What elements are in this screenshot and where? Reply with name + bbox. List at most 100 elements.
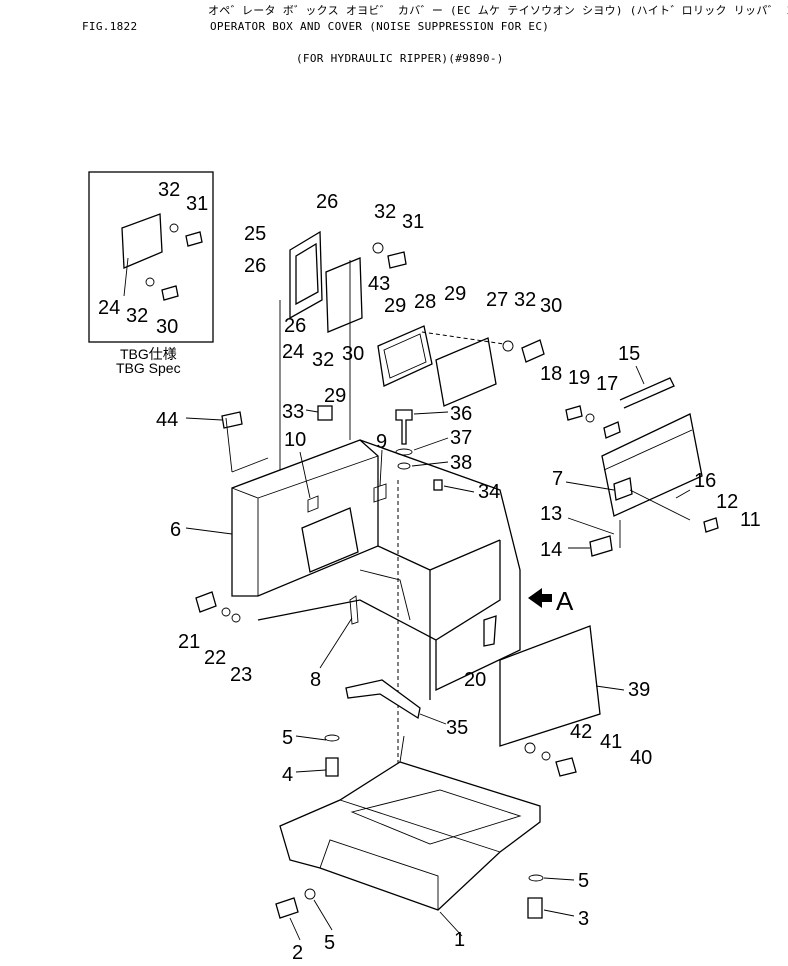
callout: 12 (716, 491, 738, 513)
figure-number: FIG.1822 (82, 20, 138, 33)
inset-callout: 31 (186, 193, 208, 215)
callout: 44 (156, 409, 178, 431)
view-a-arrow (528, 588, 552, 608)
callout: 6 (170, 519, 181, 541)
callout: 43 (368, 273, 390, 295)
callout: 24 (282, 341, 304, 363)
cap-33 (317, 405, 333, 421)
washer-42 (524, 742, 536, 754)
clip-14 (589, 535, 613, 557)
bolt-36 (395, 409, 413, 445)
callout: 40 (630, 747, 652, 769)
leader-lines (185, 365, 691, 941)
clip-11 (703, 517, 719, 533)
callout: 39 (628, 679, 650, 701)
callout: 13 (540, 503, 562, 525)
grommet-34 (433, 479, 443, 491)
callout: 4 (282, 764, 293, 786)
callout: 5 (578, 870, 589, 892)
bolt-2 (275, 897, 299, 919)
view-a-label: A (556, 586, 574, 616)
box-window (301, 507, 359, 573)
plug-9 (373, 483, 387, 503)
glass-27 (435, 337, 497, 407)
page-subtitle: (FOR HYDRAULIC RIPPER)(#9890-) (296, 52, 504, 65)
callout: 32 (374, 201, 396, 223)
inset-bolt (185, 231, 203, 247)
callout: 31 (402, 211, 424, 233)
inset-callout: 32 (126, 305, 148, 327)
plug-10 (307, 495, 319, 513)
washer-32b (502, 340, 514, 352)
callout: 18 (540, 363, 562, 385)
callout: 10 (284, 429, 306, 451)
tag-44 (221, 411, 243, 429)
bolt-3 (527, 897, 543, 919)
bracket-35 (345, 679, 421, 720)
washer-38 (397, 462, 411, 470)
callout: 32 (514, 289, 536, 311)
window-frame-28 (377, 325, 433, 387)
callout: 26 (284, 315, 306, 337)
inset-washer-2 (145, 277, 155, 287)
inset-callout: 30 (156, 316, 178, 338)
callout: 7 (552, 468, 563, 490)
callout: 30 (540, 295, 562, 317)
callout: 28 (414, 291, 436, 313)
callout: 9 (376, 431, 387, 453)
callout: 33 (282, 401, 304, 423)
washer-5a (324, 734, 340, 742)
callout: 14 (540, 539, 562, 561)
bolt-18 (565, 405, 583, 421)
callout: 36 (450, 403, 472, 425)
bolt-30 (521, 339, 545, 363)
callout: 8 (310, 669, 321, 691)
callout: 11 (740, 509, 761, 531)
washer-41 (541, 751, 551, 761)
cover-plate-43 (325, 257, 363, 333)
washer-32 (372, 242, 384, 254)
bolt-40 (555, 757, 577, 777)
washer-22 (221, 607, 231, 617)
inset-cover-plate (121, 213, 163, 269)
japanese-title: オペ゛レータ ボ゛ックス オヨビ゛ カバ゛ー (EC ムケ テイソウオン シヨウ… (208, 4, 788, 17)
callout: 29 (324, 385, 346, 407)
stay-20 (483, 615, 497, 647)
callout: 19 (568, 367, 590, 389)
latch-17 (603, 421, 621, 439)
callout: 5 (324, 932, 335, 954)
callout: 22 (204, 647, 226, 669)
callout: 35 (446, 717, 468, 739)
inset-callout: 24 (98, 297, 120, 319)
bolt-4 (325, 757, 339, 777)
callout: 32 (312, 349, 334, 371)
tbg-spec-jp: TBG仕様 (120, 346, 177, 362)
callout: 17 (596, 373, 618, 395)
inset-frame (88, 171, 214, 343)
washer-23 (231, 613, 241, 623)
callout: 3 (578, 908, 589, 930)
callout: 1 (454, 929, 465, 951)
seal-26 (295, 242, 319, 306)
callout: 42 (570, 721, 592, 743)
callout: 5 (282, 727, 293, 749)
callout: 38 (450, 452, 472, 474)
callout-labels: 32 31 24 32 30 1 2 3 4 5 5 5 6 7 8 9 10 … (98, 179, 761, 964)
callout: 27 (486, 289, 508, 311)
washer-37 (395, 448, 413, 456)
bolt-31 (387, 251, 407, 269)
callout: 15 (618, 343, 640, 365)
tbg-spec-en: TBG Spec (116, 360, 181, 376)
pin-8 (349, 595, 359, 625)
callout: 26 (316, 191, 338, 213)
page-title: OPERATOR BOX AND COVER (NOISE SUPPRESSIO… (210, 20, 550, 33)
callout: 23 (230, 664, 252, 686)
lock-7 (613, 477, 633, 501)
washer-5c (304, 888, 316, 900)
inset-washer (169, 223, 179, 233)
handle-15 (619, 377, 675, 409)
bolt-21 (195, 591, 217, 613)
cover-39 (499, 625, 601, 747)
washer-19 (585, 413, 595, 423)
